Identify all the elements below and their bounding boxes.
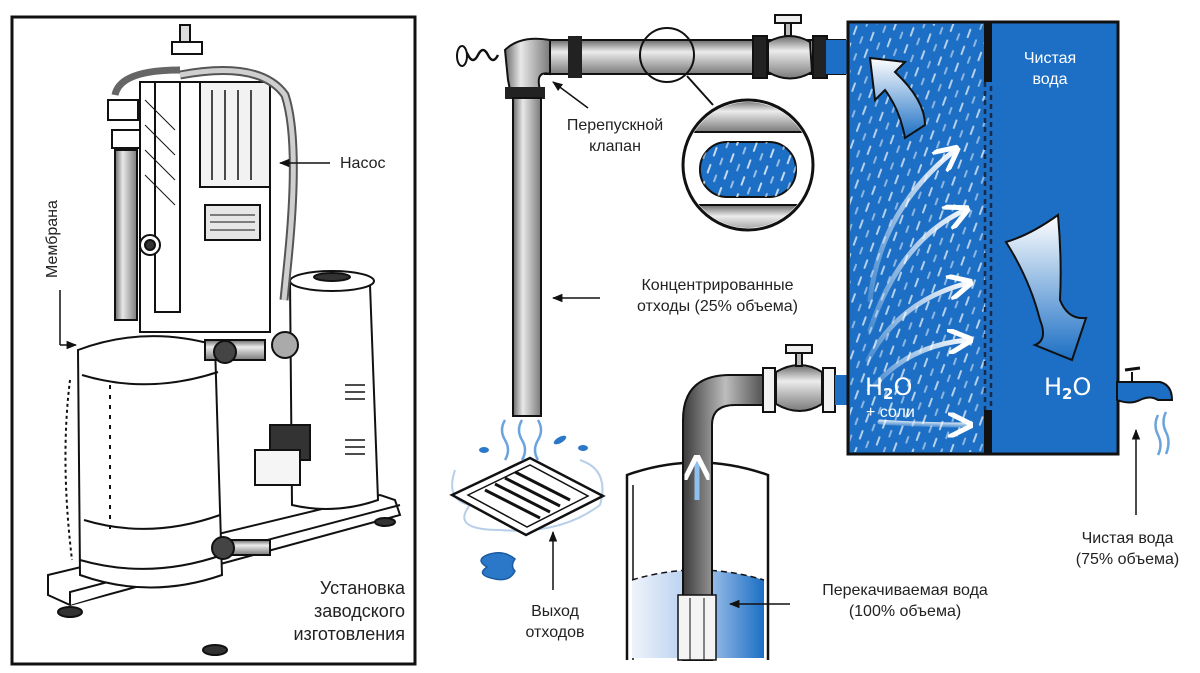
concentrate-out-arrow [868, 56, 927, 140]
factory-unit-label: Установка заводского изготовления [280, 577, 405, 646]
drain-label-line2: отходов [525, 624, 585, 641]
flow-arrow [867, 210, 965, 333]
drain-label-line1: Выход [531, 603, 579, 620]
clean-water-chamber-label-line1: Чистая [1023, 50, 1077, 67]
formula-o: O [893, 373, 913, 401]
pumped-water-label: Перекачиваемая вода (100% объема) [795, 580, 1015, 622]
flow-arrow [877, 422, 968, 425]
flow-arrow [872, 340, 968, 388]
clean-water-output-label-line1: Чистая вода [1081, 530, 1174, 547]
top-valve [752, 14, 828, 80]
bypass-valve-label: Перепускной клапан [545, 115, 685, 157]
clean-water-chamber-label: Чистая вода [1010, 48, 1090, 90]
bypass-valve-label-line1: Перепускной [566, 117, 664, 134]
flow-arrow [865, 283, 968, 363]
flow-arrow [867, 150, 955, 303]
membrane-label: Мембрана [44, 200, 61, 278]
formula-sub: 2 [1062, 385, 1073, 403]
clean-water-chamber-label-line2: вода [1032, 71, 1068, 88]
pump-label: Насос [340, 155, 386, 172]
concentrate-label-line1: Концентрированные [641, 277, 794, 294]
bypass-elbow [503, 37, 551, 91]
formula-h: H [1044, 373, 1063, 401]
formula-h: H [865, 373, 884, 401]
clean-water-output-label: Чистая вода (75% объема) [1060, 528, 1195, 570]
formula-o: O [1072, 373, 1092, 401]
factory-unit-illustration [47, 24, 402, 656]
factory-unit-label-line3: изготовления [293, 624, 405, 644]
clean-water-faucet [1116, 366, 1174, 456]
concentrate-label: Концентрированные отходы (25% объема) [605, 275, 830, 317]
ro-vessel [846, 20, 1120, 456]
feed-water-formula: H2O [865, 373, 912, 403]
magnifier-small-circle [639, 27, 695, 83]
pumped-water-label-line2: (100% объема) [848, 603, 962, 620]
drain-label: Выход отходов [510, 601, 600, 643]
factory-unit-label-line1: Установка [319, 578, 405, 598]
drain-grate [449, 419, 606, 581]
factory-unit-label-line2: заводского [313, 601, 405, 621]
inlet-valve [762, 344, 836, 413]
magnified-pipe-section [681, 98, 815, 232]
concentrate-pipe-vertical [512, 97, 542, 417]
permeate-down-arrow [1004, 213, 1088, 362]
ro-membrane [983, 22, 993, 454]
salts-label: + соли [866, 404, 915, 421]
flow-arrows [865, 150, 968, 425]
bypass-leader [552, 81, 589, 109]
permeate-formula: H2O [1044, 373, 1091, 403]
clean-water-output-label-line2: (75% объема) [1075, 551, 1180, 568]
bypass-valve-label-line2: клапан [589, 138, 641, 155]
pumped-water-label-line1: Перекачиваемая вода [822, 582, 988, 599]
formula-sub: 2 [883, 385, 894, 403]
concentrate-label-line2: отходы (25% объема) [637, 298, 798, 315]
